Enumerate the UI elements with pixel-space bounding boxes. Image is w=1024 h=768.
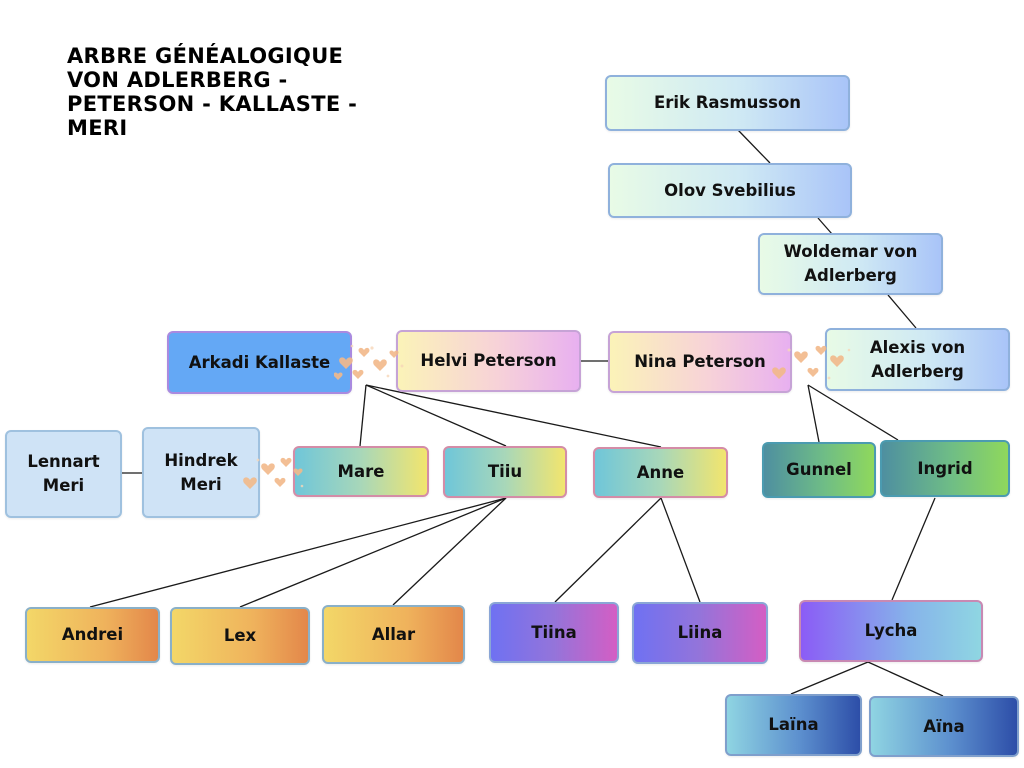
- page-title: ARBRE GÉNÉALOGIQUE VON ADLERBERG - PETER…: [67, 44, 358, 140]
- link-lycha-laina: [790, 661, 869, 695]
- link-couple-ingrid: [807, 384, 899, 441]
- person-lycha[interactable]: Lycha: [799, 600, 983, 662]
- person-aina[interactable]: Aïna: [869, 696, 1019, 757]
- link-tiiu-lex: [239, 497, 507, 608]
- person-liina[interactable]: Liina: [632, 602, 768, 664]
- person-nina-peterson[interactable]: Nina Peterson: [608, 331, 792, 393]
- link-couple-mare: [359, 384, 367, 447]
- person-allar[interactable]: Allar: [322, 605, 465, 664]
- person-lennart-meri[interactable]: Lennart Meri: [5, 430, 122, 518]
- hearts-icon: [243, 457, 304, 489]
- person-lex[interactable]: Lex: [170, 607, 310, 665]
- person-mare[interactable]: Mare: [293, 446, 429, 497]
- link-anne-tiina: [554, 497, 662, 603]
- link-couple-gunnel: [807, 384, 820, 443]
- link-erik-olov: [737, 129, 771, 164]
- person-alexis-von-adlerberg[interactable]: Alexis von Adlerberg: [825, 328, 1010, 391]
- person-arkadi-kallaste[interactable]: Arkadi Kallaste: [167, 331, 352, 394]
- hearts-icon: [334, 344, 404, 380]
- link-lycha-aina: [867, 661, 944, 697]
- person-helvi-peterson[interactable]: Helvi Peterson: [396, 330, 581, 392]
- person-woldemar-von-adlerberg[interactable]: Woldemar von Adlerberg: [758, 233, 943, 295]
- person-andrei[interactable]: Andrei: [25, 607, 160, 663]
- link-tiiu-allar: [392, 497, 507, 606]
- person-tiina[interactable]: Tiina: [489, 602, 619, 663]
- person-gunnel[interactable]: Gunnel: [762, 442, 876, 498]
- hearts-icon: [772, 345, 851, 380]
- person-ingrid[interactable]: Ingrid: [880, 440, 1010, 497]
- link-woldemar-alexis: [887, 294, 917, 329]
- person-erik-rasmusson[interactable]: Erik Rasmusson: [605, 75, 850, 131]
- person-hindrek-meri[interactable]: Hindrek Meri: [142, 427, 260, 518]
- person-tiiu[interactable]: Tiiu: [443, 446, 567, 498]
- link-anne-liina: [660, 497, 701, 603]
- link-ingrid-lycha: [891, 497, 936, 601]
- person-olov-svebilius[interactable]: Olov Svebilius: [608, 163, 852, 218]
- link-tiiu-andrei: [89, 497, 507, 608]
- link-couple-anne: [365, 384, 662, 448]
- person-laina[interactable]: Laïna: [725, 694, 862, 756]
- link-couple-tiiu: [365, 384, 507, 447]
- link-olov-woldemar: [817, 217, 833, 235]
- person-anne[interactable]: Anne: [593, 447, 728, 498]
